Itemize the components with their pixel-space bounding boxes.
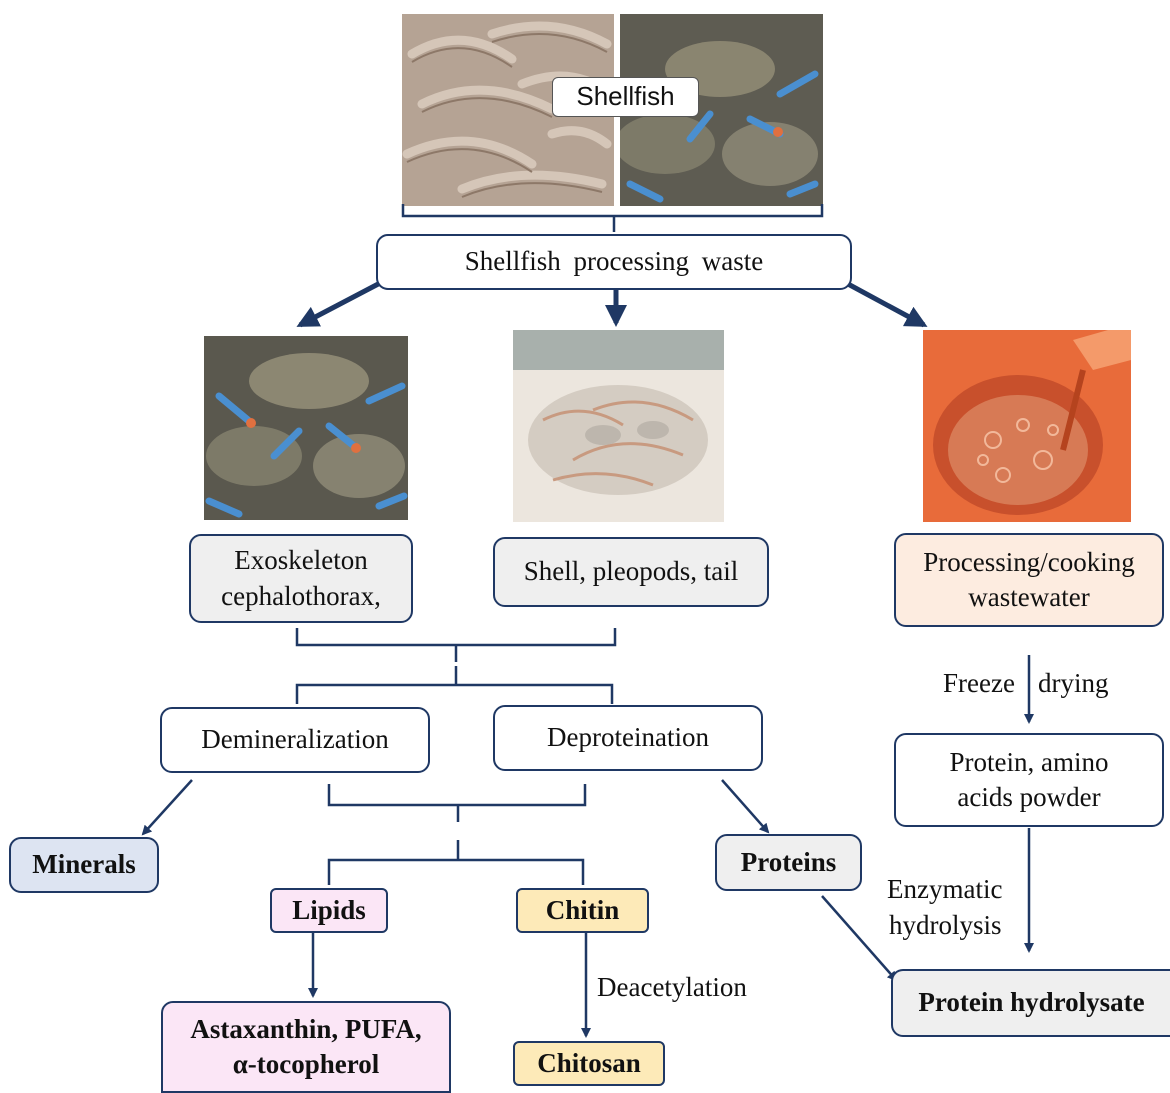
- astaxanthin-text-line1: Astaxanthin, PUFA,: [190, 1012, 421, 1047]
- enzymatic-label: Enzymatic: [887, 874, 1002, 905]
- shellfish-waste-text: Shellfish processing waste: [465, 244, 763, 279]
- proteins-node: Proteins: [715, 834, 862, 891]
- exoskeleton-node: Exoskeleton cephalothorax,: [189, 534, 413, 623]
- exoskeleton-text-line1: Exoskeleton: [234, 543, 367, 578]
- chitin-node: Chitin: [516, 888, 649, 933]
- demineralization-node: Demineralization: [160, 707, 430, 773]
- mid-brace-top: [297, 628, 615, 662]
- arrow-to-exoskeleton: [300, 282, 382, 325]
- freeze-label: Freeze: [943, 668, 1015, 699]
- shell-pleopods-tail-text: Shell, pleopods, tail: [524, 554, 738, 589]
- shellfish-label: Shellfish: [552, 77, 699, 117]
- minerals-text: Minerals: [32, 847, 135, 882]
- chitosan-text: Chitosan: [537, 1046, 641, 1081]
- shellfish-text: Shellfish: [576, 80, 674, 114]
- lower-brace-split: [329, 840, 583, 885]
- photos-brace: [403, 204, 822, 232]
- arrow-to-wastewater: [848, 284, 924, 325]
- drying-label: drying: [1038, 668, 1109, 699]
- arrow-to-proteins: [722, 780, 768, 832]
- minerals-node: Minerals: [9, 837, 159, 893]
- proteins-text: Proteins: [741, 845, 837, 880]
- shellfish-waste-node: Shellfish processing waste: [376, 234, 852, 290]
- lower-brace-top: [329, 784, 585, 822]
- powder-text-line2: acids powder: [957, 780, 1100, 815]
- protein-hydrolysate-text: Protein hydrolysate: [918, 985, 1144, 1020]
- astaxanthin-text-line2: α-tocopherol: [233, 1047, 380, 1082]
- chitosan-node: Chitosan: [513, 1041, 665, 1086]
- wastewater-text-line1: Processing/cooking: [923, 545, 1134, 580]
- powder-text-line1: Protein, amino: [950, 745, 1109, 780]
- hydrolysis-label: hydrolysis: [889, 910, 1002, 941]
- wastewater-text-line2: wastewater: [968, 580, 1089, 615]
- demineralization-text: Demineralization: [201, 722, 388, 757]
- deacetylation-label: Deacetylation: [597, 972, 747, 1003]
- lipids-text: Lipids: [292, 893, 366, 928]
- deproteination-text: Deproteination: [547, 720, 709, 755]
- mid-brace-split: [297, 666, 612, 704]
- arrow-to-minerals: [143, 780, 192, 834]
- astaxanthin-node: Astaxanthin, PUFA, α-tocopherol: [161, 1001, 451, 1093]
- wastewater-node: Processing/cooking wastewater: [894, 533, 1164, 627]
- chitin-text: Chitin: [546, 893, 620, 928]
- exoskeleton-text-line2: cephalothorax,: [221, 579, 381, 614]
- shell-pleopods-tail-node: Shell, pleopods, tail: [493, 537, 769, 607]
- arrow-to-hydrolysate-left: [822, 896, 896, 980]
- protein-powder-node: Protein, amino acids powder: [894, 733, 1164, 827]
- protein-hydrolysate-node: Protein hydrolysate: [891, 969, 1170, 1037]
- deproteination-node: Deproteination: [493, 705, 763, 771]
- lipids-node: Lipids: [270, 888, 388, 933]
